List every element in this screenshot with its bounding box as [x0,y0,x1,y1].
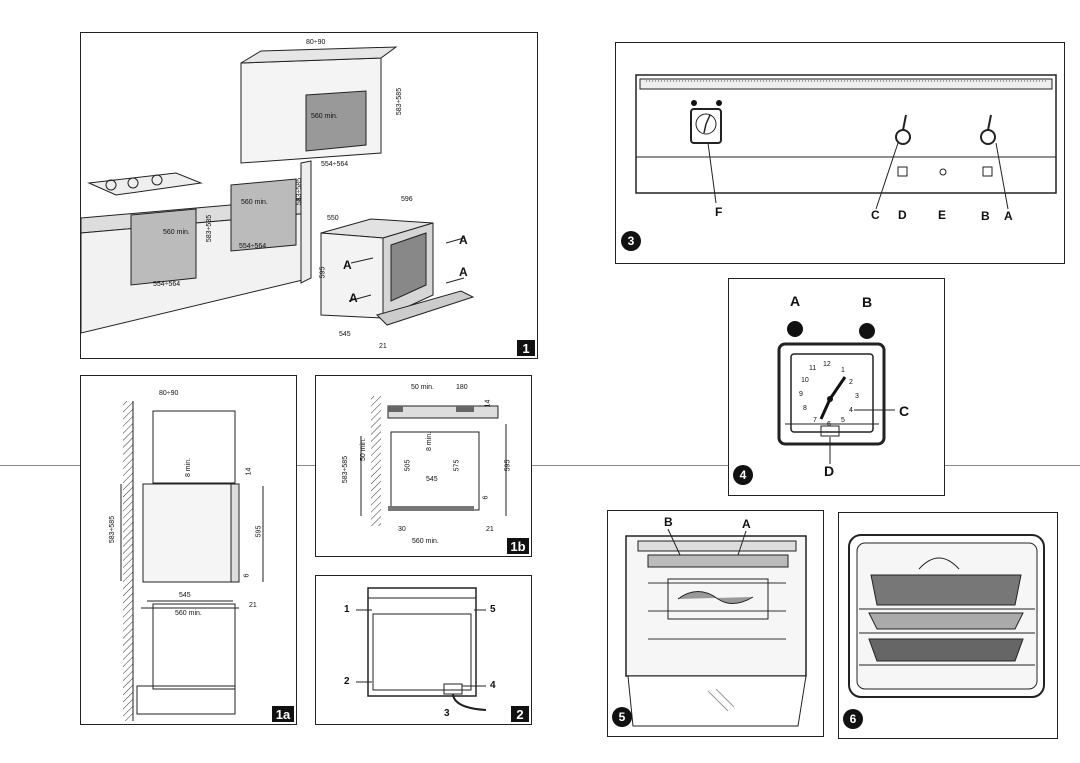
fig1-upper-width: 554÷564 [321,161,349,168]
fig1b-top180: 180 [456,384,468,391]
fig1a-21: 21 [249,602,257,609]
figure-1-badge: 1 [517,340,535,356]
fig1a-top: 80÷90 [159,390,179,397]
fig1b-gap8: 8 min. [426,431,434,452]
figure-1-panel: 80÷90 560 min. 583÷585 554÷564 560 min. … [80,32,538,359]
clock-8: 8 [803,405,807,412]
fig1-mid-height: 583÷585 [296,177,304,206]
fig3-label-a: A [1004,209,1013,223]
fig1-oven-height: 595 [319,266,327,279]
figure-1a-badge: 1a [272,706,294,722]
figure-1a-panel: 80÷90 583÷585 8 min. 14 595 6 545 560 mi… [80,375,297,725]
fig1a-6: 6 [243,573,251,578]
figure-5-badge: 5 [612,707,632,727]
fig1-arrow-a1: A [343,258,352,272]
fig1-upper-height: 583÷585 [396,87,404,116]
fig1a-14: 14 [245,467,253,476]
fig1a-545: 545 [179,592,191,599]
figure-1b-panel: 50 min. 180 14 583÷585 50 min. 8 min. 50… [315,375,532,557]
clock-4: 4 [849,407,853,414]
figure-2-panel: 1 5 2 4 3 2 [315,575,532,725]
fig2-label-3: 3 [444,708,450,719]
fig1b-side50: 50 min. [359,438,367,461]
fig1-arrow-a3: A [459,265,468,279]
figure-6-panel: 6 [838,512,1058,739]
fig1-mid-width: 554÷564 [239,243,267,250]
figure-3-panel: F C D E B A 3 [615,42,1065,264]
fig1b-21: 21 [486,526,494,533]
fig3-label-f: F [715,205,723,219]
fig1-arrow-a2: A [459,233,468,247]
figure-4-drawing [777,321,895,464]
clock-6: 6 [827,421,831,428]
fold-line [0,465,1080,466]
fig4-label-a: A [790,293,801,309]
fig1b-595: 595 [504,459,512,472]
fig3-label-b: B [981,209,990,223]
fig1b-height: 583÷585 [342,455,350,484]
figure-6-drawing [848,534,1045,698]
fig1b-6: 6 [482,495,490,500]
fig1-mid-depth: 560 min. [241,199,268,206]
clock-7: 7 [813,417,817,424]
fig1b-575: 575 [453,459,461,472]
fig1b-top50: 50 min. [411,384,434,391]
fig1b-545: 545 [426,476,438,483]
figure-3-drawing [635,74,1057,210]
figure-4-panel: 12 1 2 3 4 5 6 7 8 9 10 11 A B C D 4 [728,278,945,496]
figure-5-drawing [625,528,807,727]
clock-11: 11 [809,365,817,372]
fig3-label-c: C [871,208,880,222]
fig1-low-depth: 560 min. [163,229,190,236]
fig2-label-1: 1 [344,604,350,615]
fig1a-560: 560 min. [175,610,202,617]
fig2-label-2: 2 [344,676,350,687]
figure-1b-badge: 1b [507,538,529,554]
fig5-label-a: A [742,517,751,531]
clock-9: 9 [799,391,803,398]
figure-2-badge: 2 [511,706,529,722]
fig1-low-width: 554÷564 [153,281,181,288]
fig1-oven-width: 550 [327,215,339,222]
fig1b-14: 14 [484,399,492,408]
clock-1: 1 [841,367,845,374]
fig1-arrow-a4: A [349,291,358,305]
figure-6-badge: 6 [843,709,863,729]
fig1-oven-21: 21 [379,343,387,350]
figure-4-badge: 4 [733,465,753,485]
fig1-top-gap: 80÷90 [306,39,326,46]
clock-10: 10 [801,377,809,384]
figure-2-drawing [356,587,487,711]
clock-12: 12 [823,361,831,368]
figure-1b-drawing [360,396,507,526]
fig1-oven-596: 596 [401,196,413,203]
fig5-label-b: B [664,515,673,529]
clock-5: 5 [841,417,845,424]
fig1-oven-depth: 545 [339,331,351,338]
fig1-upper-depth: 560 min. [311,113,338,120]
fig3-label-d: D [898,208,907,222]
clock-2: 2 [849,379,853,386]
figure-3-badge: 3 [621,231,641,251]
fig4-label-b: B [862,294,873,310]
fig2-label-4: 4 [490,680,496,691]
figure-1a-drawing [120,401,264,721]
fig1b-560: 560 min. [412,538,439,545]
fig1b-30: 30 [398,526,406,533]
fig4-label-c: C [899,403,910,419]
fig1b-505: 505 [404,459,412,472]
clock-3: 3 [855,393,859,400]
fig1a-gap: 8 min. [185,457,193,478]
fig1-low-height: 583÷585 [206,214,214,243]
figure-5-panel: B A 5 [607,510,824,737]
fig3-label-e: E [938,208,947,222]
fig4-label-d: D [824,463,835,479]
fig1a-height: 583÷585 [109,515,117,544]
fig2-label-5: 5 [490,604,496,615]
figure-1-drawing [80,46,475,334]
fig1a-595: 595 [255,525,263,538]
